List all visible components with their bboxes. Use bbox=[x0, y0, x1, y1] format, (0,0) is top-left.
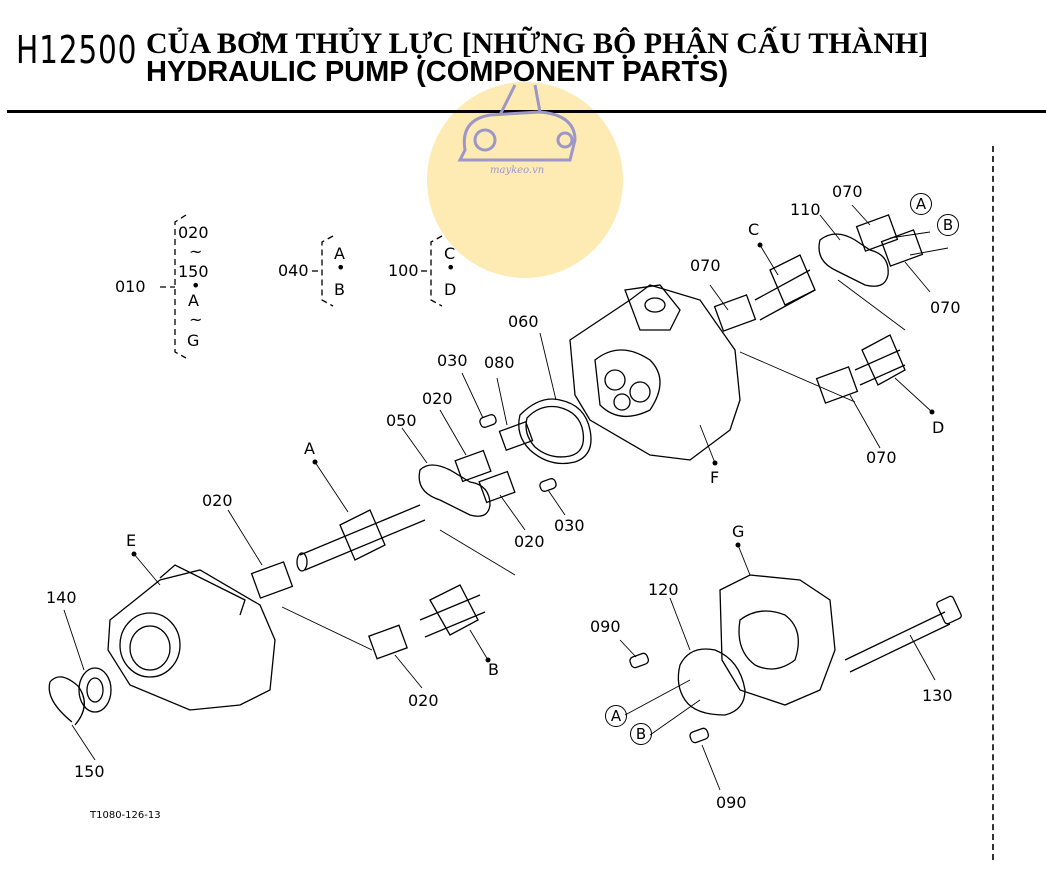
callout-140: 140 bbox=[46, 588, 77, 607]
legend-item: C bbox=[444, 244, 456, 263]
legend-item: • bbox=[336, 258, 346, 277]
bolt-130 bbox=[844, 595, 962, 673]
callout-070: 070 bbox=[690, 256, 721, 275]
callout-080: 080 bbox=[484, 353, 515, 372]
gear-shaft-a bbox=[296, 504, 426, 572]
bushings-mid bbox=[454, 414, 557, 504]
legend-item: A bbox=[334, 244, 345, 263]
callout-050: 050 bbox=[386, 411, 417, 430]
callout-070: 070 bbox=[930, 298, 961, 317]
pin-090-bottom bbox=[689, 727, 710, 744]
callout-030: 030 bbox=[437, 351, 468, 370]
watermark-text: maykeo.vn bbox=[490, 165, 545, 176]
legend-item: B bbox=[334, 280, 345, 299]
callout-130: 130 bbox=[922, 686, 953, 705]
callout-a: A bbox=[304, 439, 315, 458]
legend-item: G bbox=[187, 331, 200, 350]
leader-lines bbox=[63, 204, 949, 791]
circled-ref-b: B bbox=[630, 723, 652, 745]
gear-c bbox=[754, 254, 816, 321]
title-english: HYDRAULIC PUMP (COMPONENT PARTS) bbox=[146, 56, 729, 88]
legend-item: 150 bbox=[178, 262, 209, 281]
callout-b: B bbox=[488, 660, 499, 679]
callout-070: 070 bbox=[866, 448, 897, 467]
bushing-020-left bbox=[250, 561, 294, 599]
callout-020: 020 bbox=[202, 491, 233, 510]
callout-020: 020 bbox=[408, 691, 439, 710]
watermark-circle bbox=[427, 82, 623, 278]
bracket-040 bbox=[312, 235, 334, 307]
legend-item: • bbox=[446, 258, 456, 277]
callout-g: G bbox=[732, 522, 745, 541]
title-vietnamese: CỦA BƠM THỦY LỰC [NHỮNG BỘ PHẬN CẤU THÀN… bbox=[146, 27, 929, 60]
page-code: H12500 bbox=[16, 28, 138, 72]
legend-item: • bbox=[191, 276, 201, 295]
pump-body-f bbox=[569, 284, 741, 461]
callout-c: C bbox=[748, 220, 760, 239]
seal-140 bbox=[78, 667, 112, 713]
figure-number: T1080-126-13 bbox=[90, 810, 161, 821]
legend-ref-010: 010 bbox=[115, 277, 146, 296]
legend-ref-040: 040 bbox=[278, 261, 309, 280]
callout-020: 020 bbox=[514, 532, 545, 551]
callout-120: 120 bbox=[648, 580, 679, 599]
legend-item: 020 bbox=[178, 223, 209, 242]
gasket-120 bbox=[677, 648, 746, 716]
callout-e: E bbox=[126, 531, 137, 550]
bracket-100 bbox=[421, 235, 443, 307]
bushings-right bbox=[713, 214, 924, 404]
callout-f: F bbox=[710, 468, 720, 487]
callout-d: D bbox=[932, 418, 945, 437]
legend-ref-100: 100 bbox=[388, 261, 419, 280]
callout-020: 020 bbox=[422, 389, 453, 408]
circled-ref-a: A bbox=[605, 705, 627, 727]
snap-ring-150 bbox=[48, 676, 85, 726]
gear-shaft-b bbox=[368, 584, 486, 660]
pin-090-top bbox=[629, 652, 650, 669]
callout-060: 060 bbox=[508, 312, 539, 331]
legend-item: D bbox=[444, 280, 457, 299]
callout-150: 150 bbox=[74, 762, 105, 781]
legend-item: ~ bbox=[189, 242, 203, 261]
tractor-icon bbox=[457, 84, 577, 162]
cover-g bbox=[719, 574, 836, 706]
callout-110: 110 bbox=[790, 200, 821, 219]
callout-030: 030 bbox=[554, 516, 585, 535]
legend-item: ~ bbox=[189, 310, 203, 329]
callout-070: 070 bbox=[832, 182, 863, 201]
plate-050 bbox=[418, 464, 491, 517]
callout-090: 090 bbox=[590, 617, 621, 636]
callout-090: 090 bbox=[716, 793, 747, 812]
leader-dots bbox=[131, 242, 935, 663]
plate-110 bbox=[818, 233, 889, 287]
circled-ref-b: B bbox=[937, 214, 959, 236]
bracket-010 bbox=[160, 214, 187, 359]
legend-item: A bbox=[188, 291, 199, 310]
gear-d bbox=[854, 334, 906, 386]
page-divider-dashed bbox=[992, 146, 994, 860]
housing-e bbox=[107, 564, 276, 711]
gasket-060 bbox=[518, 398, 592, 465]
circled-ref-a: A bbox=[910, 193, 932, 215]
